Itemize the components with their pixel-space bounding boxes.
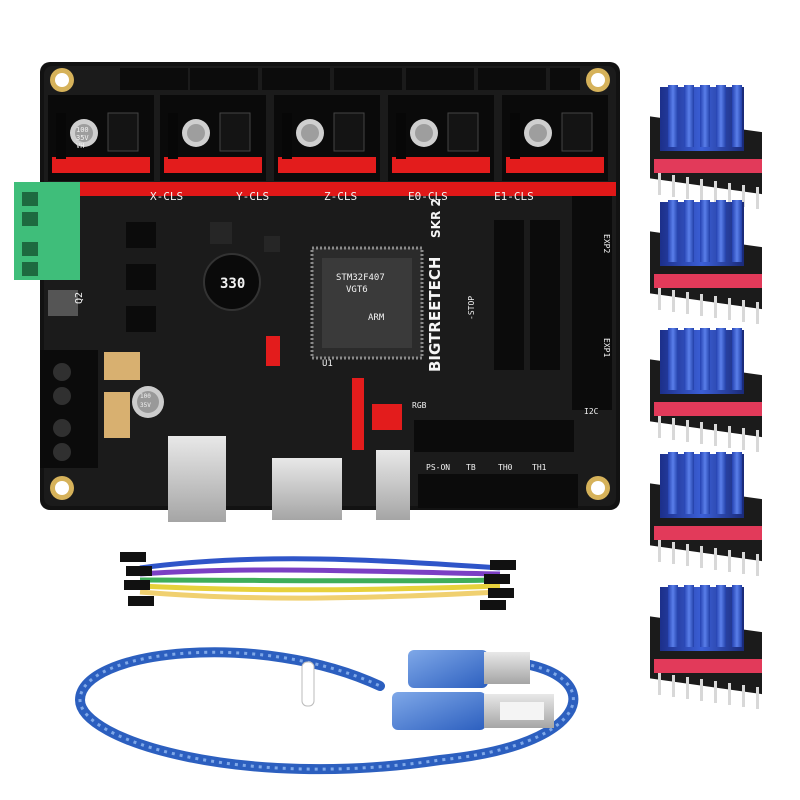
fan-header: [126, 306, 156, 332]
stepper-driver: [650, 328, 762, 452]
endstop-connectors: -STOP EXP2 EXP1: [467, 196, 612, 410]
cable-tie: [301, 661, 315, 707]
driver-sockets: 100 35V VH: [48, 95, 608, 181]
usb-a-port: [376, 450, 410, 520]
q2-label: Q2: [74, 292, 85, 304]
chip: [264, 236, 280, 252]
th0-label: TH0: [498, 463, 513, 472]
cap-value-1: 100: [76, 126, 89, 134]
chip: [210, 222, 232, 244]
exp2-label: EXP2: [602, 234, 611, 253]
mosfet: [48, 290, 78, 316]
sd-card-slot: [272, 458, 342, 520]
lower-headers: PS-ON TB TH0 TH1 RGB I2C: [412, 401, 599, 508]
stepper-drivers: [650, 85, 762, 709]
usb-a-plug: [392, 692, 554, 730]
fuse-holder: [104, 352, 140, 380]
tb-label: TB: [466, 463, 476, 472]
brand-text: BIGTREETECH: [426, 257, 444, 372]
mcu-arm-logo: ARM: [368, 313, 385, 323]
i2c-label: I2C: [584, 407, 599, 416]
stepper-driver: [650, 85, 762, 209]
axis-label-strip: [44, 182, 616, 196]
axis-label-y: Y-CLS: [236, 190, 269, 203]
stepper-driver: [650, 452, 762, 576]
u1-label: U1: [322, 359, 333, 369]
stepper-driver: [650, 585, 762, 709]
cap-side-value: 100: [140, 393, 151, 400]
mcu-variant: VGT6: [346, 285, 368, 295]
th1-label: TH1: [532, 463, 547, 472]
exp1-label: EXP1: [602, 338, 611, 357]
axis-label-z: Z-CLS: [324, 190, 357, 203]
ps-on-label: PS-ON: [426, 463, 450, 472]
inductor-label: 330: [220, 276, 245, 292]
usb-b-plug: [408, 650, 530, 688]
cap-side-voltage: 35V: [140, 402, 151, 409]
rgb-label: RGB: [412, 401, 427, 410]
fuse-holder-2: [104, 392, 130, 438]
capacitor-large: 100 35V: [132, 386, 164, 418]
top-headers: [120, 68, 580, 90]
cap-code-1: VH: [76, 142, 84, 150]
usb-cable: [74, 647, 579, 775]
red-jumpers: [372, 404, 402, 430]
red-pin-header: [352, 378, 364, 450]
model-text: SKR 2: [429, 198, 443, 238]
axis-label-x: X-CLS: [150, 190, 183, 203]
axis-labels: X-CLS Y-CLS Z-CLS E0-CLS E1-CLS: [150, 190, 534, 203]
jumper-wire-bundle: [120, 552, 516, 610]
axis-label-e0: E0-CLS: [408, 190, 448, 203]
power-terminal-green: [14, 182, 80, 280]
stop-label: -STOP: [467, 296, 476, 320]
mcu-chip: STM32F407 VGT6 ARM U1: [310, 246, 424, 369]
mcu-part-number: STM32F407: [336, 273, 385, 283]
fan-header: [126, 222, 156, 248]
controller-board: 100 35V VH X-CLS Y-CLS Z-CLS E0-CLS E1-C…: [14, 62, 620, 522]
stepper-driver: [650, 200, 762, 324]
jumper-red: [266, 336, 280, 366]
fan-header: [126, 264, 156, 290]
inductor: 330: [203, 253, 261, 311]
axis-label-e1: E1-CLS: [494, 190, 534, 203]
mounting-holes: [50, 68, 610, 500]
cap-voltage-1: 35V: [76, 134, 89, 142]
heater-terminal-black: [40, 350, 98, 468]
usb-b-port: [168, 436, 226, 522]
